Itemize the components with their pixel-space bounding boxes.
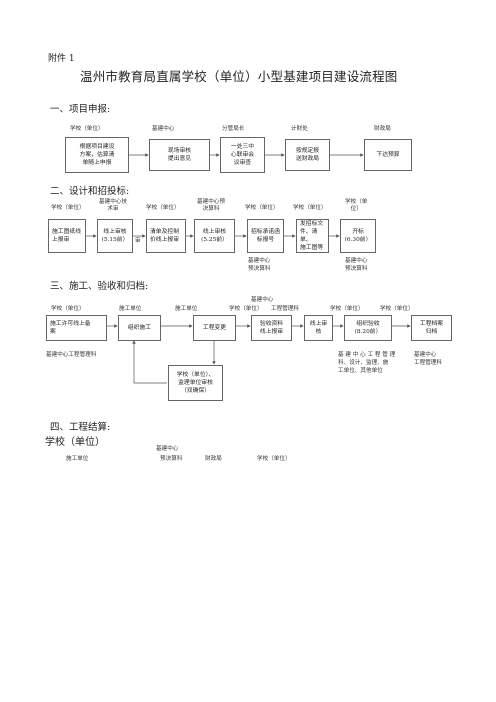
- s3-top-label: 基建中心: [251, 297, 274, 303]
- s3-loop-line: [132, 340, 167, 384]
- s3-lane-4: 学校（单位）: [229, 306, 263, 312]
- s1-step-joint-review: 一处三中 心联审会 议审查: [220, 137, 265, 173]
- s4-lane-4: 学校（单位）: [257, 456, 291, 462]
- s2-lane-1: 学校（单位）: [51, 205, 85, 211]
- s1-step-site-review: 现场审核 提出意见: [149, 139, 210, 171]
- section-2-heading: 二、设计和招投标:: [50, 186, 130, 197]
- s2-lane-5: 学校（单位）: [245, 205, 279, 211]
- s3-step-acceptance: 组织验收 (8.20前）: [344, 315, 392, 341]
- s1-step-declare: 根据项目建设 方案，估算清 单随上申报: [65, 137, 129, 173]
- s4-top-label: 基建中心: [156, 446, 179, 452]
- s1-step-submit-finance: 按规定报 送财政局: [285, 139, 330, 171]
- s1-lane-finance-bureau: 财政局: [374, 126, 391, 132]
- s1-lane-director: 分管局长: [222, 126, 245, 132]
- s4-lane-3: 财政局: [205, 456, 222, 462]
- s4-lane-2: 预决算科: [160, 456, 183, 462]
- s3-step-accept-docs: 验收资料 线上报审: [251, 315, 292, 341]
- s2-lane-6: 学校（单位）: [293, 205, 327, 211]
- s2-step-price-submit: 清单及控制 价线上报审: [146, 219, 186, 253]
- s1-step-budget: 下达预算: [364, 139, 412, 171]
- s2-small-mark: 审: [135, 238, 141, 244]
- s2-lane-4: 基建中心预 决算科: [197, 199, 225, 212]
- s2-note-2: 基建中心 预决算科: [345, 258, 368, 272]
- s2-step-issue-docs: 发招标文 件、清单、 施工图等: [296, 219, 329, 253]
- s3-lane-7: 学校（单位）: [380, 306, 414, 312]
- s1-lane-finance-dept: 计财处: [291, 126, 308, 132]
- s3-note-2: 基 建 中 心 工 程 管 理 科、设计、监理、施 工单位、其他单位: [338, 352, 396, 374]
- s3-lane-2: 施工单位: [119, 306, 142, 312]
- s2-lane-2: 基建中心技 术审: [99, 199, 127, 212]
- s3-lane-3: 施工单位: [175, 306, 198, 312]
- s2-lane-3: 学校（单位）: [146, 205, 180, 211]
- section-3-heading: 三、施工、验收和归档:: [50, 281, 149, 292]
- s3-step-dual-confirm: 学校（单位）、 监理单位审核 （双确保）: [168, 365, 223, 401]
- s4-lane-1: 施工单位: [66, 456, 89, 462]
- s3-lane-5: 工程管理科: [271, 306, 299, 312]
- s2-lane-7: 学校（单 位）: [345, 199, 368, 212]
- attachment-label: 附件 1: [48, 54, 75, 64]
- s3-step-permit: 施工许可线上备 案: [46, 315, 107, 341]
- s3-lane-1: 学校（单位）: [51, 306, 85, 312]
- s3-step-change: 工程变更: [193, 315, 236, 341]
- s3-step-construct: 组织施工: [118, 315, 161, 341]
- s3-step-online-review: 线上审核: [304, 315, 333, 341]
- s2-step-open-bid: 开标 (6.30前）: [340, 219, 376, 253]
- s2-note-1: 基建中心 预决算科: [248, 258, 271, 272]
- s3-lane-6: 学校（单位）: [330, 306, 364, 312]
- s3-note-1: 基建中心工程管理科: [46, 352, 97, 358]
- section-4-subheading: 学校（单位）: [45, 437, 105, 448]
- s2-step-drawings: 施工图纸线 上报审: [48, 219, 86, 253]
- s1-lane-school: 学校（单位）: [70, 126, 104, 132]
- s3-note-3: 基建中心 工程管理科: [414, 352, 442, 366]
- page-title: 温州市教育局直属学校（单位）小型基建项目建设流程图: [80, 69, 398, 84]
- s1-lane-center: 基建中心: [152, 126, 175, 132]
- s2-step-bid-commit: 招标承诺函 标报号: [247, 219, 284, 253]
- s3-step-archive: 工程档案 归档: [411, 315, 452, 341]
- section-4-heading: 四、工程结算:: [50, 422, 111, 433]
- section-1-heading: 一、项目申报:: [50, 104, 111, 115]
- s2-step-review-515: 线上审核 (5.15前）: [97, 219, 133, 253]
- s2-step-review-525: 线上审核 (5.25前）: [194, 219, 235, 253]
